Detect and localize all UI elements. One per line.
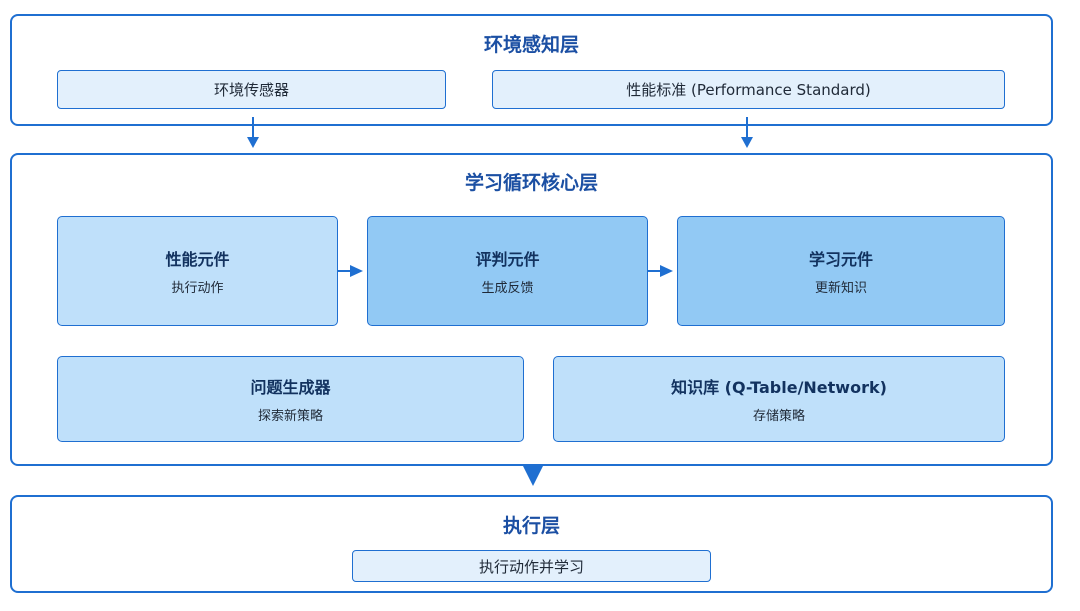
core-layer-title: 学习循环核心层 [464,172,598,194]
arrow-core-to-execution [523,466,543,486]
performance-standard-box: 性能标准 (Performance Standard) [492,70,1005,109]
problem-generator-box: 问题生成器 探索新策略 [57,356,524,442]
critic-element-box: 评判元件 生成反馈 [367,216,648,326]
execute-and-learn-box: 执行动作并学习 [352,550,711,582]
knowledge-base-subtitle: 存储策略 [752,409,805,424]
critic-element-subtitle: 生成反馈 [481,281,534,296]
execution-layer-title: 执行层 [502,515,560,537]
learning-element-title: 学习元件 [808,250,873,269]
problem-generator-title: 问题生成器 [250,378,331,397]
knowledge-base-title: 知识库 (Q-Table/Network) [671,378,887,397]
environment-sensor-box: 环境传感器 [57,70,446,109]
performance-element-title: 性能元件 [165,250,230,269]
performance-element-box: 性能元件 执行动作 [57,216,338,326]
learning-element-subtitle: 更新知识 [814,281,867,296]
perception-layer-title: 环境感知层 [483,34,579,56]
knowledge-base-box: 知识库 (Q-Table/Network) 存储策略 [553,356,1005,442]
learning-element-box: 学习元件 更新知识 [677,216,1005,326]
critic-element-title: 评判元件 [475,250,540,269]
problem-generator-subtitle: 探索新策略 [257,409,323,424]
performance-element-subtitle: 执行动作 [171,281,224,296]
